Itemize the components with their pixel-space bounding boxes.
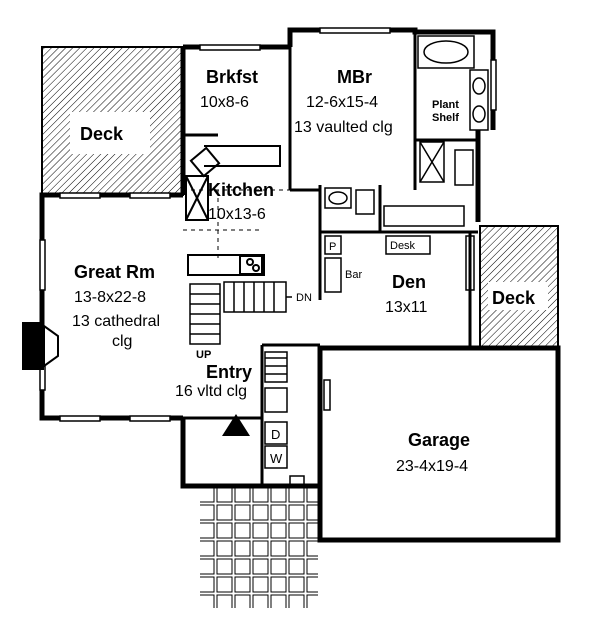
kitchen-label: Kitchen [208,180,274,200]
great-rm-label: Great Rm [74,262,155,282]
garage-label: Garage [408,430,470,450]
mbr-dims: 12-6x15-4 [306,94,378,111]
stair-up-label: UP [196,349,211,361]
deck-right [479,225,559,348]
paver-walkway [200,486,318,608]
pantry-label: P [329,241,336,253]
kitchen-dims: 10x13-6 [208,206,266,223]
kitchen-appliances [187,254,265,276]
bar-label: Bar [345,269,362,281]
laundry-fixtures [264,351,305,487]
master-bath-fixtures [417,35,489,186]
fireplace [22,322,59,370]
deck-left-label: Deck [80,124,124,144]
kitchen-counter [185,145,281,221]
washer-label: W [270,451,283,466]
hall-bath-fixtures [324,187,465,227]
windows [39,27,497,422]
mbr-label: MBr [337,67,372,87]
garage-side-window [323,379,331,411]
dryer-label: D [271,427,280,442]
mbr-note: 13 vaulted clg [294,119,393,136]
den-builtins [324,235,475,293]
great-rm-dims: 13-8x22-8 [74,289,146,306]
entry-label: Entry [206,362,252,382]
brkfst-dims: 10x8-6 [200,94,249,111]
plant-shelf-label-1: Plant [432,99,459,111]
den-dims: 13x11 [385,299,428,316]
great-rm-note-1: 13 cathedral [72,313,160,330]
entry-note: 16 vltd clg [175,383,247,400]
den-label: Den [392,272,426,292]
deck-left [41,46,184,196]
desk-label: Desk [390,240,416,252]
brkfst-label: Brkfst [206,67,258,87]
stair-down-label: DN [296,292,312,304]
entry-arrow-icon [222,414,250,436]
interior-walls [183,32,478,486]
garage-dims: 23-4x19-4 [396,458,468,475]
deck-right-label: Deck [492,288,536,308]
stairs [189,281,292,345]
plant-shelf-label-2: Shelf [432,112,459,124]
great-rm-note-2: clg [112,333,132,350]
